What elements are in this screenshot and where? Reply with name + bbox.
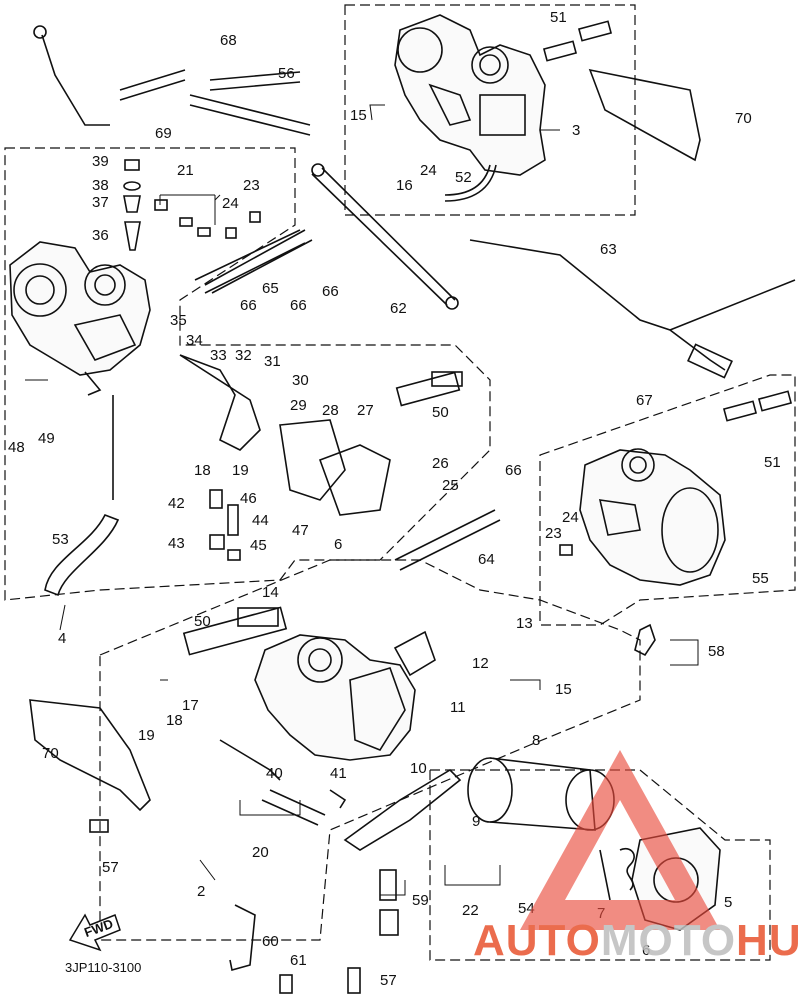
callout-52: 52	[455, 169, 472, 186]
callout-66: 66	[505, 462, 522, 479]
callout-58: 58	[708, 643, 725, 660]
callout-63: 63	[600, 241, 617, 258]
callout-24: 24	[562, 509, 579, 526]
callout-31: 31	[264, 353, 281, 370]
callout-26: 26	[432, 455, 449, 472]
callout-65: 65	[262, 280, 279, 297]
watermark-triangle-icon	[520, 750, 720, 930]
callout-23: 23	[545, 525, 562, 542]
callout-57: 57	[102, 859, 119, 876]
callout-11: 11	[450, 699, 466, 716]
callout-19: 19	[138, 727, 155, 744]
callout-24: 24	[420, 162, 437, 179]
callout-22: 22	[462, 902, 479, 919]
callout-38: 38	[92, 177, 109, 194]
callout-37: 37	[92, 194, 109, 211]
callout-32: 32	[235, 347, 252, 364]
fwd-arrow-icon: FWD	[68, 913, 121, 952]
right-carburetor	[579, 448, 726, 657]
callout-42: 42	[168, 495, 185, 512]
callout-8: 8	[532, 732, 540, 749]
top-carburetor	[394, 14, 546, 202]
callout-53: 53	[52, 531, 69, 548]
callout-24: 24	[222, 195, 239, 212]
linkages	[33, 25, 796, 571]
callout-68: 68	[220, 32, 237, 49]
callout-5: 5	[724, 894, 732, 911]
svg-text:AUTOMOTOHUB: AUTOMOTOHUB	[473, 916, 800, 965]
callout-28: 28	[322, 402, 339, 419]
callout-51: 51	[764, 454, 781, 471]
callout-70: 70	[42, 745, 59, 762]
callout-15: 15	[555, 681, 572, 698]
callout-6: 6	[334, 536, 342, 553]
callout-45: 45	[250, 537, 267, 554]
callout-15: 15	[350, 107, 367, 124]
callout-17: 17	[182, 697, 199, 714]
callout-43: 43	[168, 535, 185, 552]
callout-60: 60	[262, 933, 279, 950]
callout-33: 33	[210, 347, 227, 364]
callout-30: 30	[292, 372, 309, 389]
callout-66: 66	[322, 283, 339, 300]
callout-39: 39	[92, 153, 109, 170]
callout-56: 56	[278, 65, 295, 82]
callout-46: 46	[240, 490, 257, 507]
callout-12: 12	[472, 655, 489, 672]
callout-18: 18	[194, 462, 211, 479]
watermark-hub: HUB	[736, 916, 800, 965]
callout-50: 50	[194, 613, 211, 630]
left-carburetor	[9, 241, 151, 597]
callout-9: 9	[472, 813, 480, 830]
callout-62: 62	[390, 300, 407, 317]
callout-55: 55	[752, 570, 769, 587]
callout-13: 13	[516, 615, 533, 632]
callout-50: 50	[432, 404, 449, 421]
callout-67: 67	[636, 392, 653, 409]
callout-4: 4	[58, 630, 66, 647]
callout-51: 51	[550, 9, 567, 26]
callout-61: 61	[290, 952, 307, 969]
callout-34: 34	[186, 332, 203, 349]
callout-20: 20	[252, 844, 269, 861]
callout-19: 19	[232, 462, 249, 479]
automotohub-watermark: AUTOMOTOHUB	[473, 750, 800, 965]
callout-23: 23	[243, 177, 260, 194]
callout-64: 64	[478, 551, 495, 568]
diagram-code: 3JP110-3100	[65, 960, 141, 975]
callout-41: 41	[330, 765, 347, 782]
callout-2: 2	[197, 883, 205, 900]
callout-25: 25	[442, 477, 459, 494]
bottom-carburetor	[254, 630, 436, 761]
callout-70: 70	[735, 110, 752, 127]
callout-47: 47	[292, 522, 309, 539]
callout-6: 6	[642, 942, 650, 959]
callout-14: 14	[262, 584, 279, 601]
callout-59: 59	[412, 892, 429, 909]
callout-27: 27	[357, 402, 374, 419]
callout-57: 57	[380, 972, 397, 989]
callout-18: 18	[166, 712, 183, 729]
callout-40: 40	[266, 765, 283, 782]
callout-66: 66	[290, 297, 307, 314]
callout-44: 44	[252, 512, 269, 529]
watermark-moto: MOTO	[601, 916, 736, 965]
callout-66: 66	[240, 297, 257, 314]
callout-49: 49	[38, 430, 55, 447]
callout-35: 35	[170, 312, 187, 329]
callout-69: 69	[155, 125, 172, 142]
callout-48: 48	[8, 439, 25, 456]
callout-16: 16	[396, 177, 413, 194]
callout-3: 3	[572, 122, 580, 139]
callout-36: 36	[92, 227, 109, 244]
callout-29: 29	[290, 397, 307, 414]
callout-21: 21	[177, 162, 194, 179]
leader-lines	[25, 104, 699, 896]
watermark-auto: AUTO	[473, 916, 601, 965]
small-parts	[29, 20, 793, 994]
callout-10: 10	[410, 760, 427, 777]
